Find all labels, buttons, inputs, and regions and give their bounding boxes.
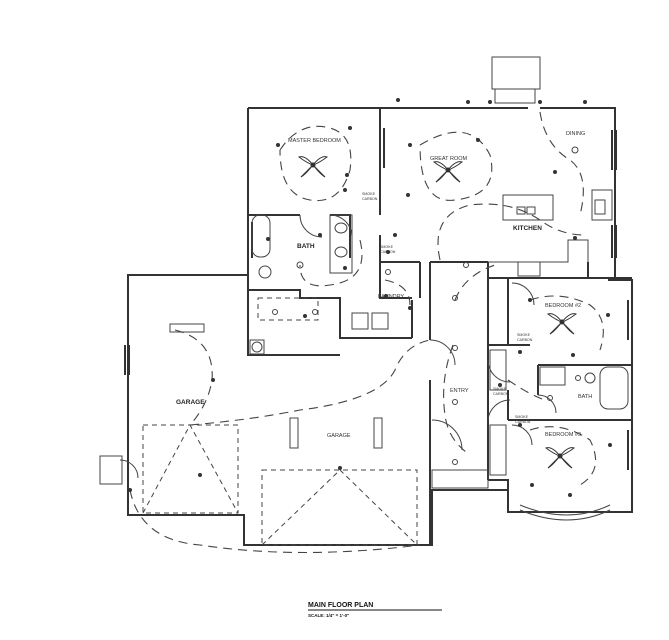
- plan-scale: SCALE: 1/4" = 1'-0": [308, 613, 349, 618]
- room-label-great-room: GREAT ROOM: [430, 156, 467, 162]
- range: [517, 261, 541, 277]
- window-bath: [247, 222, 253, 258]
- vanity-master: [329, 214, 353, 274]
- ceiling-fan-icon: [297, 156, 329, 178]
- electrical-fixtures: [128, 98, 612, 497]
- door-swing: [329, 214, 353, 238]
- room-label-laundry: LAUNDRY: [378, 294, 405, 300]
- smoke-note: SMOKE: [362, 192, 376, 196]
- sink-icon: [334, 246, 348, 258]
- vanity-2: [539, 366, 566, 386]
- window-bedroom2: [627, 300, 633, 340]
- window-kitchen: [611, 225, 617, 258]
- room-label-kitchen: KITCHEN: [513, 225, 542, 232]
- kitchen-island: [502, 194, 554, 221]
- room-label-bath: BATH: [297, 243, 315, 250]
- svg-text:CARBON: CARBON: [380, 250, 396, 254]
- bathtub-2: [599, 366, 629, 410]
- ceiling-fan-icon: [544, 447, 576, 469]
- smoke-note: SMOKE: [493, 387, 507, 391]
- svg-text:CARBON: CARBON: [493, 392, 509, 396]
- room-label-bedroom2: BEDROOM #2: [545, 303, 581, 309]
- room-label-dining: DINING: [566, 131, 585, 137]
- washer: [351, 312, 369, 330]
- closet: [489, 424, 507, 476]
- window-dining: [611, 130, 617, 170]
- water-heater: [249, 339, 265, 355]
- room-label-master-bedroom: MASTER BEDROOM: [288, 138, 341, 144]
- svg-text:CARBON: CARBON: [517, 338, 533, 342]
- wiring-great-room: [419, 131, 493, 201]
- garage-post: [289, 417, 299, 449]
- smoke-note: SMOKE: [515, 415, 529, 419]
- kitchen-counter: [488, 239, 589, 263]
- garage-step: [169, 323, 205, 333]
- exterior-walls: [127, 107, 633, 546]
- plan-title: MAIN FLOOR PLAN: [308, 602, 373, 609]
- room-label-garage-left: GARAGE: [176, 399, 205, 406]
- toilet-icon: [584, 372, 596, 384]
- window-bedroom3: [627, 430, 633, 470]
- toilet-icon: [258, 265, 272, 279]
- storage-shelf: [257, 297, 319, 321]
- chimney: [491, 56, 541, 90]
- bath-laundry-outer-wall: [247, 275, 340, 356]
- closet: [431, 469, 489, 489]
- svg-text:CARBON: CARBON: [362, 197, 378, 201]
- garage-post: [373, 417, 383, 449]
- bay-window: [519, 504, 611, 516]
- sink-icon: [334, 222, 348, 234]
- room-label-entry: ENTRY: [450, 388, 469, 394]
- room-label-bedroom3: BEDROOM #3: [545, 432, 581, 438]
- bathtub-master: [251, 214, 271, 258]
- smoke-note: SMOKE: [517, 333, 531, 337]
- smoke-note: SMOKE: [380, 245, 394, 249]
- ceiling-fan-icon: [546, 313, 578, 335]
- room-label-bath2: BATH: [578, 394, 592, 400]
- kitchen-sink: [516, 206, 526, 215]
- garage-side-box: [99, 455, 123, 485]
- svg-text:CARBON: CARBON: [515, 420, 531, 424]
- fireplace-hearth: [494, 88, 536, 104]
- refrigerator: [591, 189, 613, 221]
- room-label-garage-center: GARAGE: [327, 433, 351, 439]
- dryer: [371, 312, 389, 330]
- wiring-master: [279, 125, 352, 202]
- garage-door-open-1: [142, 424, 239, 514]
- window-garage: [124, 345, 130, 375]
- ceiling-fan-icon: [432, 161, 464, 183]
- garage-door-open-2: [261, 469, 418, 546]
- closet: [489, 349, 507, 391]
